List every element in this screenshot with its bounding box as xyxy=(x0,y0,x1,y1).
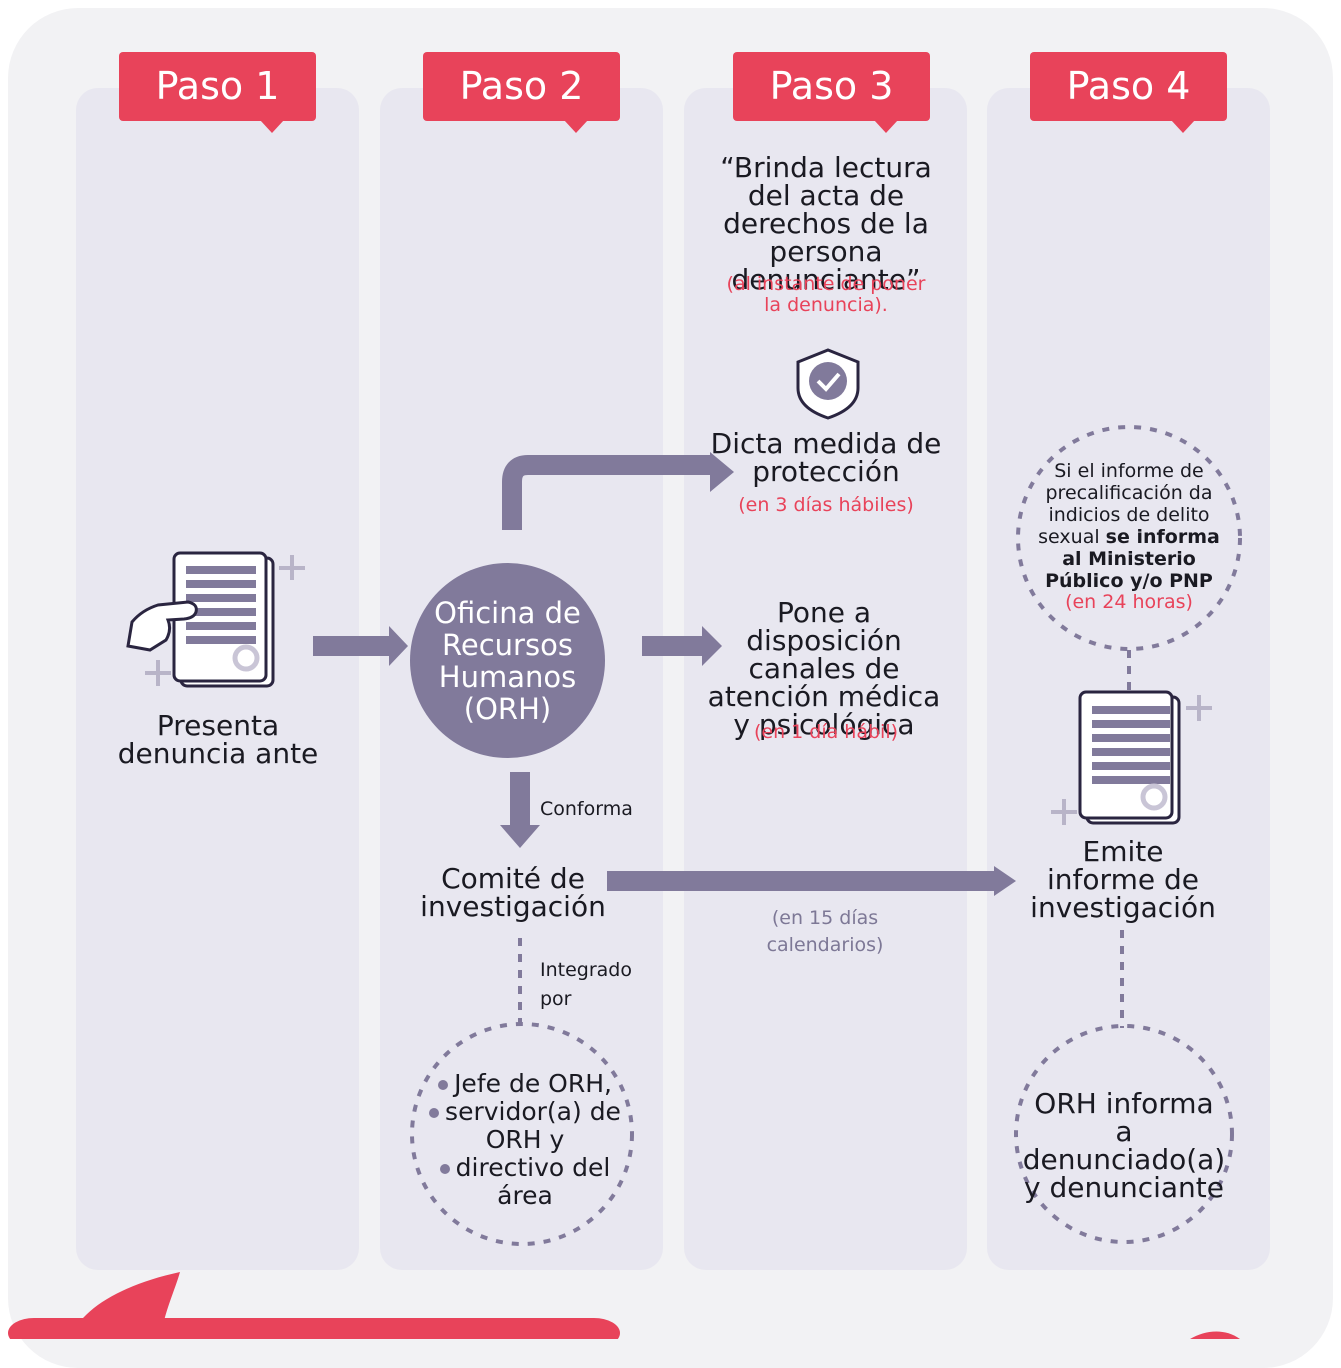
step-3-badge: Paso 3 xyxy=(733,52,930,133)
channels-timing: (en 1 día hábil) xyxy=(753,721,899,743)
flow-graphics xyxy=(8,348,1242,1339)
condition-text: Si el informe de precalificación da indi… xyxy=(1038,460,1213,548)
member-item: servidor(a) de ORH y xyxy=(425,1098,625,1154)
channels-label: Pone a disposición canales de atención m… xyxy=(707,596,941,741)
arrow-to-committee xyxy=(500,772,540,848)
pnp-dashed-circle xyxy=(1016,425,1242,651)
committee-label: Comité de investigación xyxy=(420,862,606,923)
report-timing: (en 15 días calendarios) xyxy=(766,907,884,956)
step-1-badge: Paso 1 xyxy=(119,52,316,133)
decorative-corner xyxy=(1190,1331,1240,1339)
measure-timing: (en 3 días hábiles) xyxy=(738,494,914,516)
step-2-badge: Paso 2 xyxy=(423,52,620,133)
notify-label: ORH informa a denunciado(a) y denunciant… xyxy=(1022,1087,1226,1204)
measure-label: Dicta medida de protección xyxy=(710,427,942,488)
arrow-to-measure xyxy=(502,452,734,530)
orh-label: Oficina de Recursos Humanos (ORH) xyxy=(434,595,581,726)
document-icon xyxy=(1051,690,1212,825)
conforma-label: Conforma xyxy=(540,798,633,820)
rights-quote: “Brinda lectura del acta de derechos de … xyxy=(720,151,932,296)
arrow-to-orh xyxy=(313,626,408,666)
bullet-icon xyxy=(438,1080,449,1090)
step-4-badge: Paso 4 xyxy=(1030,52,1227,133)
document-in-hand-icon xyxy=(126,551,305,688)
member-item: Jefe de ORH, xyxy=(425,1070,625,1098)
condition-timing: (en 24 horas) xyxy=(1065,591,1193,613)
column-step-3 xyxy=(684,88,967,1270)
member-item: directivo del área xyxy=(425,1154,625,1210)
notify-dashed-circle xyxy=(1014,1024,1234,1244)
members-dashed-circle xyxy=(410,1022,634,1246)
integrado-label: Integrado por xyxy=(540,959,632,1010)
rights-timing: (al instante de poner la denuncia). xyxy=(726,273,926,316)
shield-check-icon xyxy=(796,348,860,420)
arrow-to-channels xyxy=(642,626,722,666)
step-1-text: Presenta denuncia ante xyxy=(117,709,319,770)
bullet-icon xyxy=(439,1164,450,1174)
pnp-condition: Si el informe de precalificación da indi… xyxy=(1030,460,1228,613)
arrow-to-report xyxy=(607,866,1016,896)
bullet-icon xyxy=(429,1108,440,1118)
condition-bold: se informa al Ministerio Público y/o PNP xyxy=(1045,526,1220,592)
report-label: Emite informe de investigación xyxy=(1030,835,1216,924)
orh-circle: Oficina de Recursos Humanos (ORH) xyxy=(410,563,605,758)
members-list: Jefe de ORH, servidor(a) de ORH y direct… xyxy=(425,1070,625,1210)
decorative-bar xyxy=(8,1318,620,1339)
